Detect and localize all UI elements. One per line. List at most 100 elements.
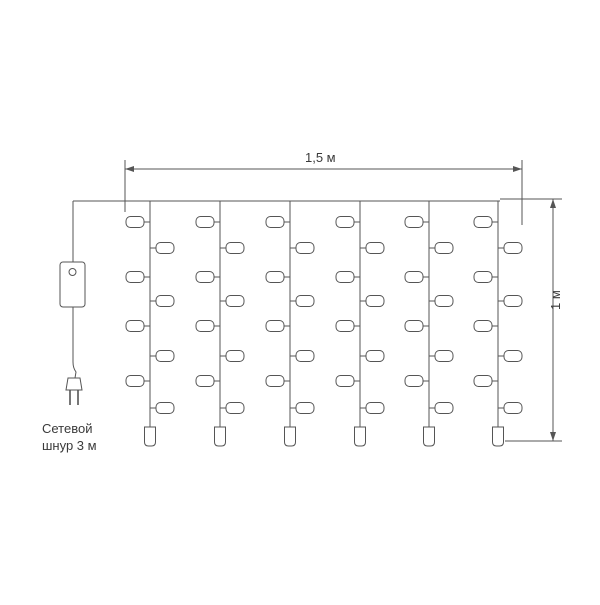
power-cord-label-line2: шнур 3 м [42,438,97,453]
led-bulb-icon [354,426,366,447]
led-bulb-icon [335,216,360,228]
width-dimension-label: 1,5 м [305,150,336,165]
bulb-body [155,295,175,307]
led-bulb-icon [290,402,315,414]
led-bulb-icon [429,295,454,307]
led-bulb-icon [290,242,315,254]
bulb-body [125,320,145,332]
bulb-body [503,242,523,254]
led-bulb-icon [125,375,150,387]
plug-icon [65,377,83,405]
power-cord-label-line1: Сетевой [42,421,93,436]
led-bulb-icon [284,426,296,447]
bulb-body [404,216,424,228]
bulb-body [155,242,175,254]
height-dimension-label: 1 м [548,290,563,310]
power-cord-wire [72,307,77,379]
bulb-body [335,320,355,332]
led-bulb-icon [195,375,220,387]
led-bulb-icon [220,295,245,307]
power-cord-label: Сетевой шнур 3 м [42,420,122,454]
led-bulb-icon [429,402,454,414]
bulb-body [265,320,285,332]
bulb-body [365,295,385,307]
led-bulb-icon [429,350,454,362]
bulb-body [503,402,523,414]
led-bulb-icon [125,216,150,228]
bulb-body [195,375,215,387]
led-bulb-icon [290,295,315,307]
led-bulb-icon [360,350,385,362]
arrow-up-icon [550,199,556,208]
bulb-body [195,320,215,332]
bulb-body [335,216,355,228]
bulb-body [492,426,504,447]
bulb-body [365,402,385,414]
arrow-down-icon [550,432,556,441]
wires [73,200,500,427]
bulb-body [503,295,523,307]
led-bulb-icon [150,242,175,254]
bulb-body [365,242,385,254]
led-bulb-icon [404,375,429,387]
bulb-body [365,350,385,362]
led-bulb-icon [498,350,523,362]
led-bulb-icon [498,402,523,414]
led-bulb-icon [335,271,360,283]
bulb-body [473,375,493,387]
arrow-left-icon [125,166,134,172]
bulb-body [404,271,424,283]
led-bulb-icon [498,242,523,254]
bulb-body [473,216,493,228]
led-bulb-icon [265,375,290,387]
led-bulb-icon [423,426,435,447]
led-bulb-icon [498,295,523,307]
bulb-body [404,320,424,332]
bulb-body [125,375,145,387]
led-bulb-icon [404,216,429,228]
bulb-body [265,375,285,387]
led-bulb-icon [290,350,315,362]
bulb-body [225,242,245,254]
bulb-body [434,402,454,414]
led-bulb-icon [150,295,175,307]
bulb-body [265,271,285,283]
bulb-body [125,271,145,283]
bulb-body [404,375,424,387]
bulb-body [155,350,175,362]
led-bulb-icon [404,271,429,283]
led-bulb-icon [265,271,290,283]
led-bulb-icon [195,271,220,283]
bulb-body [295,402,315,414]
bulb-body [434,242,454,254]
led-bulb-icon [150,402,175,414]
bulb-body [195,271,215,283]
arrow-right-icon [513,166,522,172]
led-bulb-icon [220,350,245,362]
bulb-body [434,295,454,307]
led-bulb-icon [492,426,504,447]
bulb-body [155,402,175,414]
bulb-body [225,402,245,414]
bulb-body [125,216,145,228]
bulb-body [434,350,454,362]
led-bulb-icon [335,375,360,387]
led-bulb-icon [473,320,498,332]
plug-body [65,377,83,391]
led-bulb-icon [220,242,245,254]
bulb-body [295,350,315,362]
led-bulb-icon [125,320,150,332]
led-bulb-icon [360,242,385,254]
bulb-body [503,350,523,362]
led-bulb-icon [473,271,498,283]
dimension-lines [124,160,562,442]
led-bulb-icon [429,242,454,254]
led-bulb-icon [220,402,245,414]
led-bulb-icon [195,320,220,332]
bulb-body [265,216,285,228]
bulb-body [335,375,355,387]
power-cord [59,201,86,405]
led-bulb-icon [473,216,498,228]
bulbs [125,216,523,447]
